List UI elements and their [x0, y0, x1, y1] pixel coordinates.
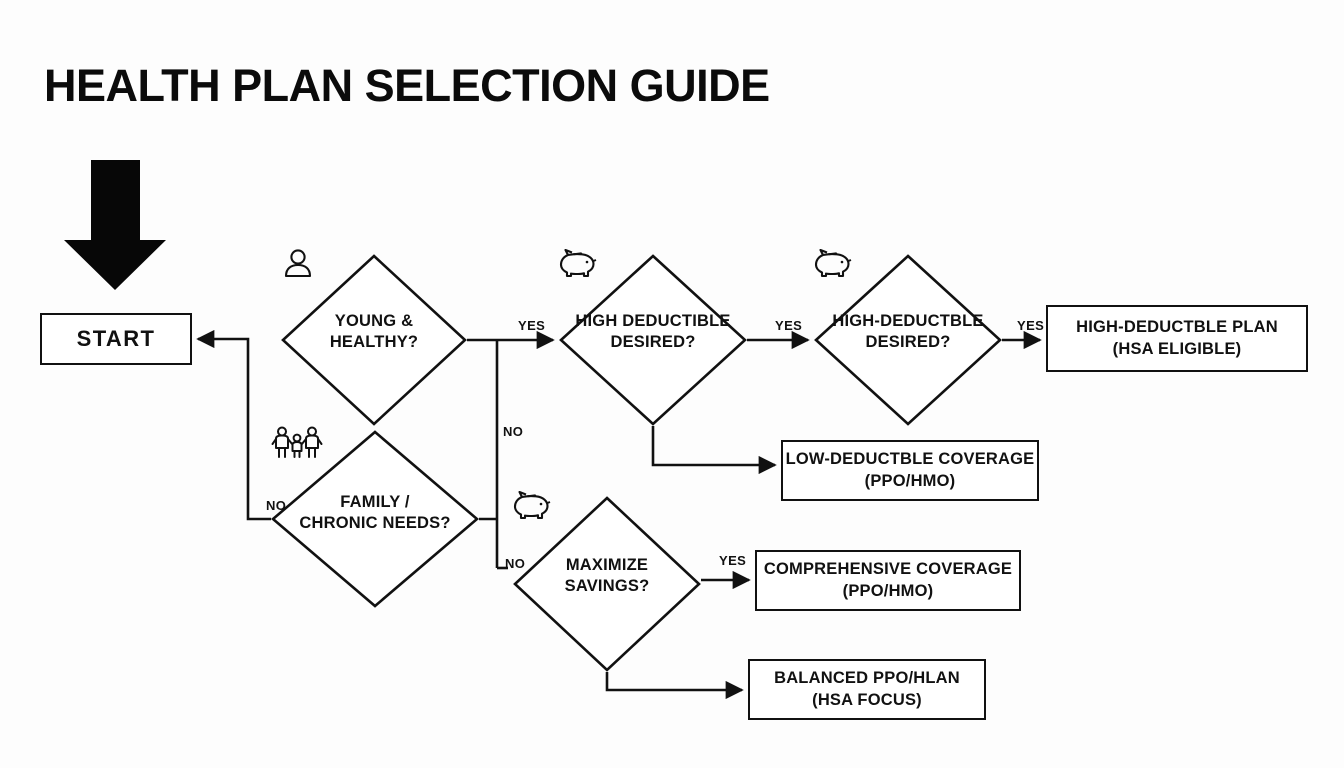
- result-low-deductible-coverage-line2: (PPO/HMO): [864, 471, 956, 490]
- result-high-deductible-plan-line1: HIGH-DEDUCTBLE PLAN: [1076, 318, 1278, 337]
- node-maximize-savings-line1: MAXIMIZE: [565, 556, 649, 575]
- node-family-chronic[interactable]: FAMILY / CHRONIC NEEDS?: [270, 426, 480, 608]
- node-high-deductible-desired-line1: HIGH DEDUCTIBLE: [575, 312, 731, 331]
- result-high-deductible-plan[interactable]: HIGH-DEDUCTBLE PLAN (HSA ELIGIBLE): [1046, 305, 1308, 372]
- node-start[interactable]: START: [40, 313, 192, 365]
- node-family-chronic-line1: FAMILY /: [340, 493, 410, 512]
- edge-label-young-yes: YES: [518, 318, 546, 333]
- result-balanced-plan[interactable]: BALANCED PPO/HLAN (HSA FOCUS): [748, 659, 986, 720]
- edge-label-young-no: NO: [503, 424, 524, 439]
- edge-label-hdd-yes: YES: [775, 318, 803, 333]
- node-young-healthy[interactable]: YOUNG & HEALTHY?: [281, 249, 467, 426]
- result-high-deductible-plan-line2: (HSA ELIGIBLE): [1112, 339, 1242, 358]
- result-low-deductible-coverage[interactable]: LOW-DEDUCTBLE COVERAGE (PPO/HMO): [781, 440, 1039, 501]
- node-high-deductible-desired-2-line2: DESIRED?: [865, 332, 951, 351]
- node-high-deductible-desired-2[interactable]: HIGH-DEDUCTBLE DESIRED?: [814, 248, 1002, 426]
- node-start-label: START: [76, 325, 156, 351]
- node-family-chronic-line2: CHRONIC NEEDS?: [299, 513, 451, 532]
- edge-label-hdd2-yes: YES: [1017, 318, 1045, 333]
- edge-label-savings-yes: YES: [719, 553, 747, 568]
- node-high-deductible-desired[interactable]: HIGH DEDUCTIBLE DESIRED?: [559, 248, 747, 426]
- edge-label-family-savings-no: NO: [505, 556, 526, 571]
- result-low-deductible-coverage-line1: LOW-DEDUCTBLE COVERAGE: [785, 450, 1035, 469]
- node-maximize-savings-line2: SAVINGS?: [564, 576, 650, 595]
- result-comprehensive-coverage[interactable]: COMPREHENSIVE COVERAGE (PPO/HMO): [755, 550, 1021, 611]
- result-comprehensive-coverage-line1: COMPREHENSIVE COVERAGE: [763, 560, 1013, 579]
- node-young-healthy-line1: YOUNG &: [334, 312, 414, 331]
- page-title: HEALTH PLAN SELECTION GUIDE: [44, 60, 770, 111]
- node-high-deductible-desired-2-line1: HIGH-DEDUCTBLE: [832, 312, 984, 331]
- node-high-deductible-desired-line2: DESIRED?: [610, 332, 696, 351]
- edge-label-family-no: NO: [266, 498, 287, 513]
- node-maximize-savings[interactable]: MAXIMIZE SAVINGS?: [513, 490, 701, 672]
- result-balanced-plan-line2: (HSA FOCUS): [812, 690, 922, 709]
- result-balanced-plan-line1: BALANCED PPO/HLAN: [774, 669, 960, 688]
- result-comprehensive-coverage-line2: (PPO/HMO): [842, 581, 934, 600]
- node-young-healthy-line2: HEALTHY?: [329, 332, 419, 351]
